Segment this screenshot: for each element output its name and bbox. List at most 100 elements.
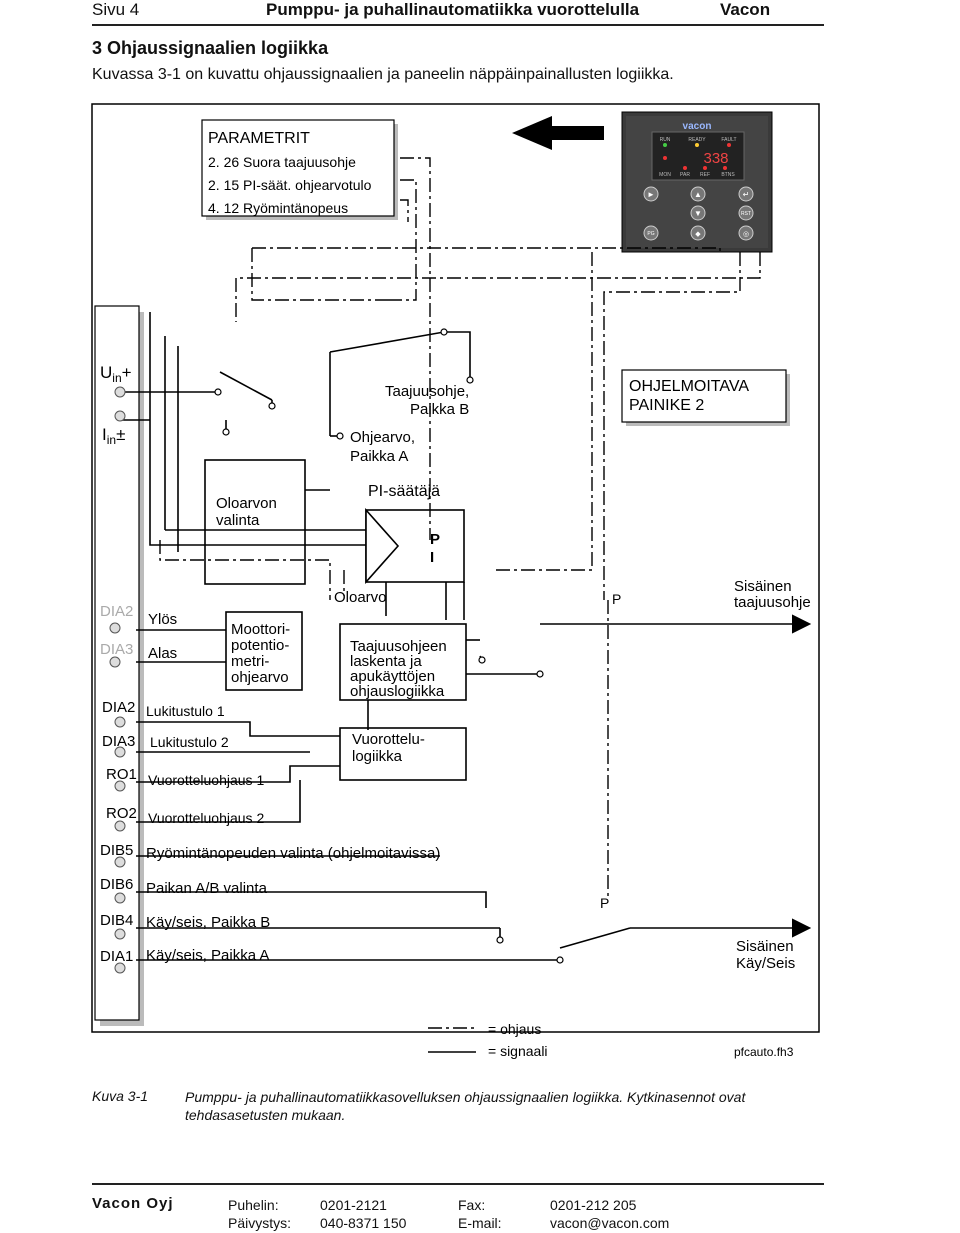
terminal-label: DIB5: [100, 842, 133, 859]
page-number: Sivu 4: [92, 0, 140, 19]
pi-p-label: P: [430, 531, 440, 548]
screw-dib6-icon: [114, 892, 126, 904]
panel-key-enter: [738, 186, 754, 202]
panel-key-rst-label: RST: [741, 211, 751, 217]
terminal-label: DIB4: [100, 912, 133, 929]
iin-label: Iin±: [102, 425, 125, 447]
screw-iin-icon: [114, 410, 126, 422]
panel-led-fault: [727, 143, 731, 147]
panel-key-right: [643, 186, 659, 202]
signal-label: Vuorotteluohjaus 2: [148, 810, 264, 826]
alternation-logic-box: [339, 727, 467, 781]
frequency-logic-line4: ohjauslogiikka: [350, 683, 445, 700]
motor-pot-line4: ohjearvo: [231, 669, 289, 686]
panel-mon-label: MON: [659, 172, 671, 178]
signal-label: Vuorotteluohjaus 1: [148, 772, 264, 788]
panel-display: 338: [703, 150, 728, 167]
footer-phone: 0201-2121: [320, 1197, 387, 1213]
legend-control: = ohjaus: [488, 1021, 541, 1037]
programmable-button-line1: OHJELMOITAVA: [629, 378, 749, 395]
frequency-logic-box: [339, 623, 467, 701]
terminal-label: RO1: [106, 766, 137, 783]
panel-btns-label: BTNS: [721, 172, 735, 178]
screw-ro1-icon: [114, 780, 126, 792]
parameter-2: 2. 15 PI-säät. ohjearvotulo: [208, 177, 372, 193]
parameter-box-title: PARAMETRIT: [208, 130, 310, 147]
frequency-logic-line1: Taajuusohjeen: [350, 638, 447, 655]
svg-text:↵: ↵: [743, 190, 750, 199]
pi-controller-title: PI-säätäjä: [368, 483, 440, 500]
footer-company: Vacon Oyj: [92, 1195, 174, 1212]
panel-key-down: [690, 205, 706, 221]
control-lines: [159, 157, 761, 900]
taajuusohje-b-line2: Paikka B: [410, 401, 469, 418]
terminal-label: DIA3: [100, 641, 133, 658]
p-label-bottom: P: [600, 895, 609, 911]
motor-pot-line1: Moottori-: [231, 621, 290, 638]
document-title: Pumppu- ja puhallinautomatiikka vuorotte…: [266, 0, 640, 19]
pi-i-label: I: [430, 549, 434, 566]
switch-contacts: [214, 328, 564, 964]
parameter-1: 2. 26 Suora taajuusohje: [208, 154, 356, 170]
svg-text:▼: ▼: [694, 209, 702, 218]
oloarvon-box: [204, 459, 306, 585]
panel-key-start: [690, 225, 706, 241]
svg-text:▲: ▲: [694, 190, 702, 199]
ohjearvo-a-line1: Ohjearvo,: [350, 429, 415, 446]
motor-pot-line3: metri-: [231, 653, 269, 670]
terminal-label: DIB6: [100, 876, 133, 893]
motor-pot-line2: potentio-: [231, 637, 289, 654]
screw-dia2-icon: [114, 716, 126, 728]
panel-led-ready: [695, 143, 699, 147]
footer-duty-label: Päivystys:: [228, 1215, 292, 1231]
left-arrow-icon: [512, 116, 604, 150]
motor-pot-box: [225, 611, 303, 691]
figure-caption: Pumppu- ja puhallinautomatiikkasovelluks…: [185, 1089, 746, 1123]
signal-label: Alas: [148, 645, 177, 662]
diagram-frame: [91, 103, 820, 1033]
intro-text: Kuvassa 3-1 on kuvattu ohjaussignaalien …: [92, 66, 674, 83]
legend-signal: = signaali: [488, 1043, 548, 1059]
programmable-button-line2: PAINIKE 2: [629, 397, 704, 414]
oloarvon-line2: valinta: [216, 512, 260, 529]
terminal-label: DIA2: [100, 603, 133, 620]
signal-label: Paikan A/B valinta: [146, 880, 268, 897]
screw-ro2-icon: [114, 820, 126, 832]
parameter-3: 4. 12 Ryömintänopeus: [208, 200, 348, 216]
file-name: pfcauto.fh3: [734, 1045, 794, 1059]
figure-label: Kuva 3-1: [92, 1088, 149, 1104]
screw-dia1-icon: [114, 962, 126, 974]
footer-duty: 040-8371 150: [320, 1215, 407, 1231]
footer-phone-label: Puhelin:: [228, 1197, 279, 1213]
screw-dia3-grey-icon: [109, 656, 121, 668]
panel-led-run-label: RUN: [660, 137, 671, 143]
signal-label: Ylös: [148, 611, 177, 628]
control-logic-diagram: PARAMETRIT 2. 26 Suora taajuusohje 2. 15…: [91, 103, 820, 1059]
oloarvo-label: Oloarvo: [334, 589, 387, 606]
panel-key-pg: [643, 225, 659, 241]
alternation-logic-line1: Vuorottelu-: [352, 731, 425, 748]
signal-label: Käy/seis, Paikka A: [146, 947, 269, 964]
svg-text:►: ►: [647, 190, 655, 199]
panel-led-ready-label: READY: [688, 137, 706, 143]
programmable-button-box: [621, 369, 787, 423]
panel-key-rst: [738, 205, 754, 221]
panel-ref-label: REF: [700, 172, 710, 178]
terminal-label: DIA2: [102, 699, 135, 716]
panel-par-label: PAR: [680, 172, 690, 178]
footer-email: vacon@vacon.com: [550, 1215, 670, 1231]
svg-text:◎: ◎: [743, 231, 749, 238]
panel-key-pg-label: PG: [647, 231, 654, 237]
footer-email-label: E-mail:: [458, 1215, 502, 1231]
header-rule: [92, 24, 824, 26]
pi-triangle: [365, 507, 400, 585]
brand-name: Vacon: [720, 0, 771, 19]
section-title: 3 Ohjaussignaalien logiikka: [92, 38, 329, 58]
signal-label: Käy/seis, Paikka B: [146, 914, 270, 931]
screw-dib5-icon: [114, 856, 126, 868]
panel-logo: vacon: [683, 121, 712, 132]
internal-frequency-line1: Sisäinen: [734, 578, 792, 595]
footer-fax-label: Fax:: [458, 1197, 486, 1213]
panel-key-up: [690, 186, 706, 202]
parameter-box: [201, 119, 395, 217]
